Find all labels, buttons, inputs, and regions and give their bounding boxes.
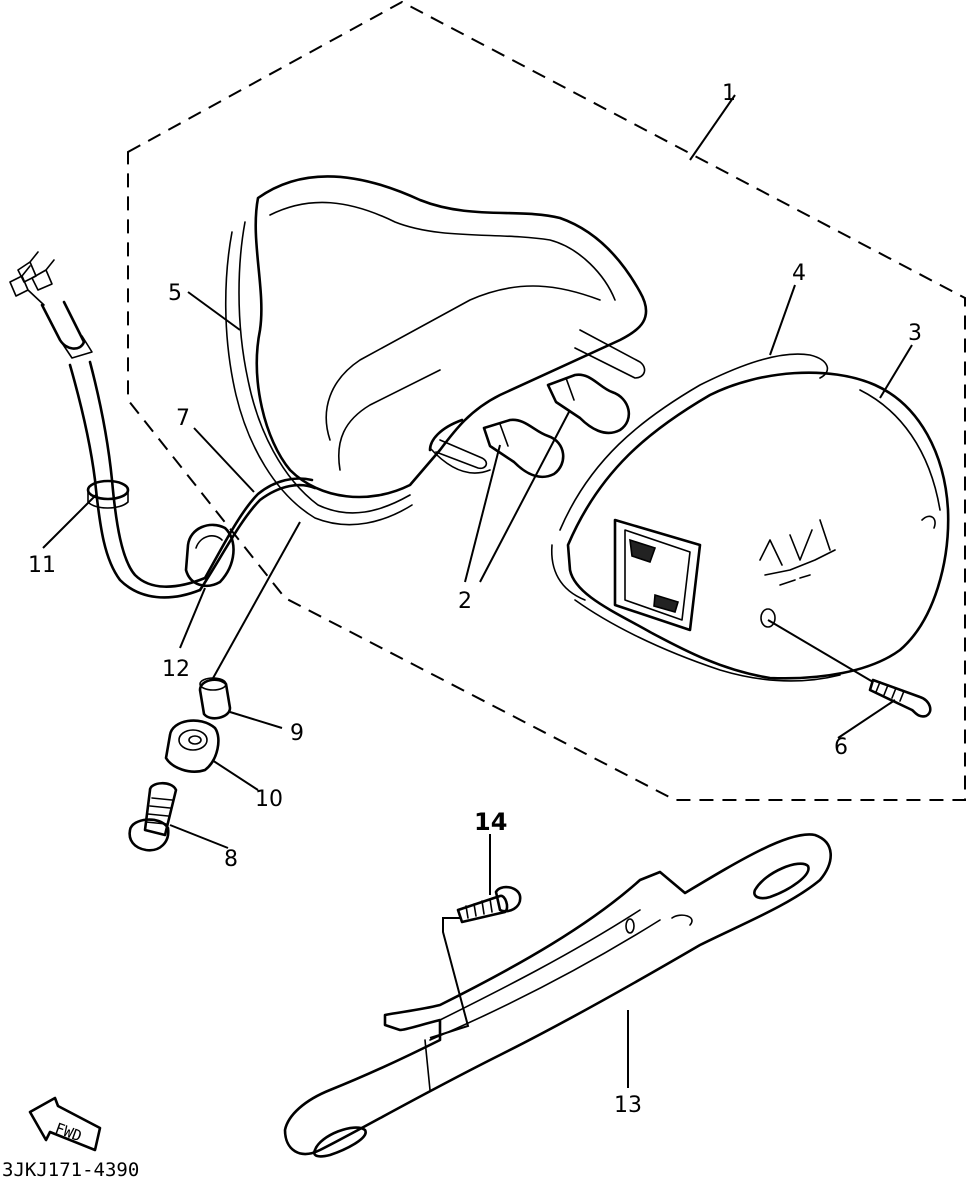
cord-band [184, 523, 235, 587]
callout-9: 9 [290, 721, 304, 746]
bracket-screw [456, 885, 522, 924]
assembly-boundary [127, 0, 966, 801]
tail-light-lens [566, 371, 950, 682]
callout-14: 14 [474, 808, 507, 836]
callout-10: 10 [255, 787, 283, 812]
callout-4: 4 [792, 261, 806, 286]
callout-6: 6 [834, 735, 848, 760]
callout-1: 1 [722, 81, 736, 106]
collar [198, 677, 232, 720]
mounting-bolt [128, 781, 178, 852]
callout-11: 11 [28, 553, 56, 578]
license-plate-bracket [283, 833, 832, 1158]
tail-light-housing [224, 175, 648, 526]
callout-numbers: 1 2 3 4 5 6 7 8 9 10 11 12 13 14 [28, 81, 922, 1118]
leader-lines [42, 94, 913, 1088]
bulb-upper [546, 373, 631, 435]
wire-harness [9, 251, 317, 599]
callout-13: 13 [614, 1093, 642, 1118]
lens-gasket [550, 353, 829, 601]
callout-5: 5 [168, 281, 182, 306]
damper [164, 719, 220, 773]
cord-clamp [86, 479, 130, 509]
callout-3: 3 [908, 321, 922, 346]
forward-arrow-icon: FWD [28, 1096, 102, 1152]
fwd-label: FWD [53, 1119, 85, 1145]
diagram-code: 3JKJ171-4390 [2, 1159, 139, 1181]
lens-screw [767, 619, 932, 718]
bulb-lower [482, 418, 565, 479]
callout-12: 12 [162, 657, 190, 682]
callout-2: 2 [458, 589, 472, 614]
callout-7: 7 [176, 406, 190, 431]
callout-8: 8 [224, 847, 238, 872]
